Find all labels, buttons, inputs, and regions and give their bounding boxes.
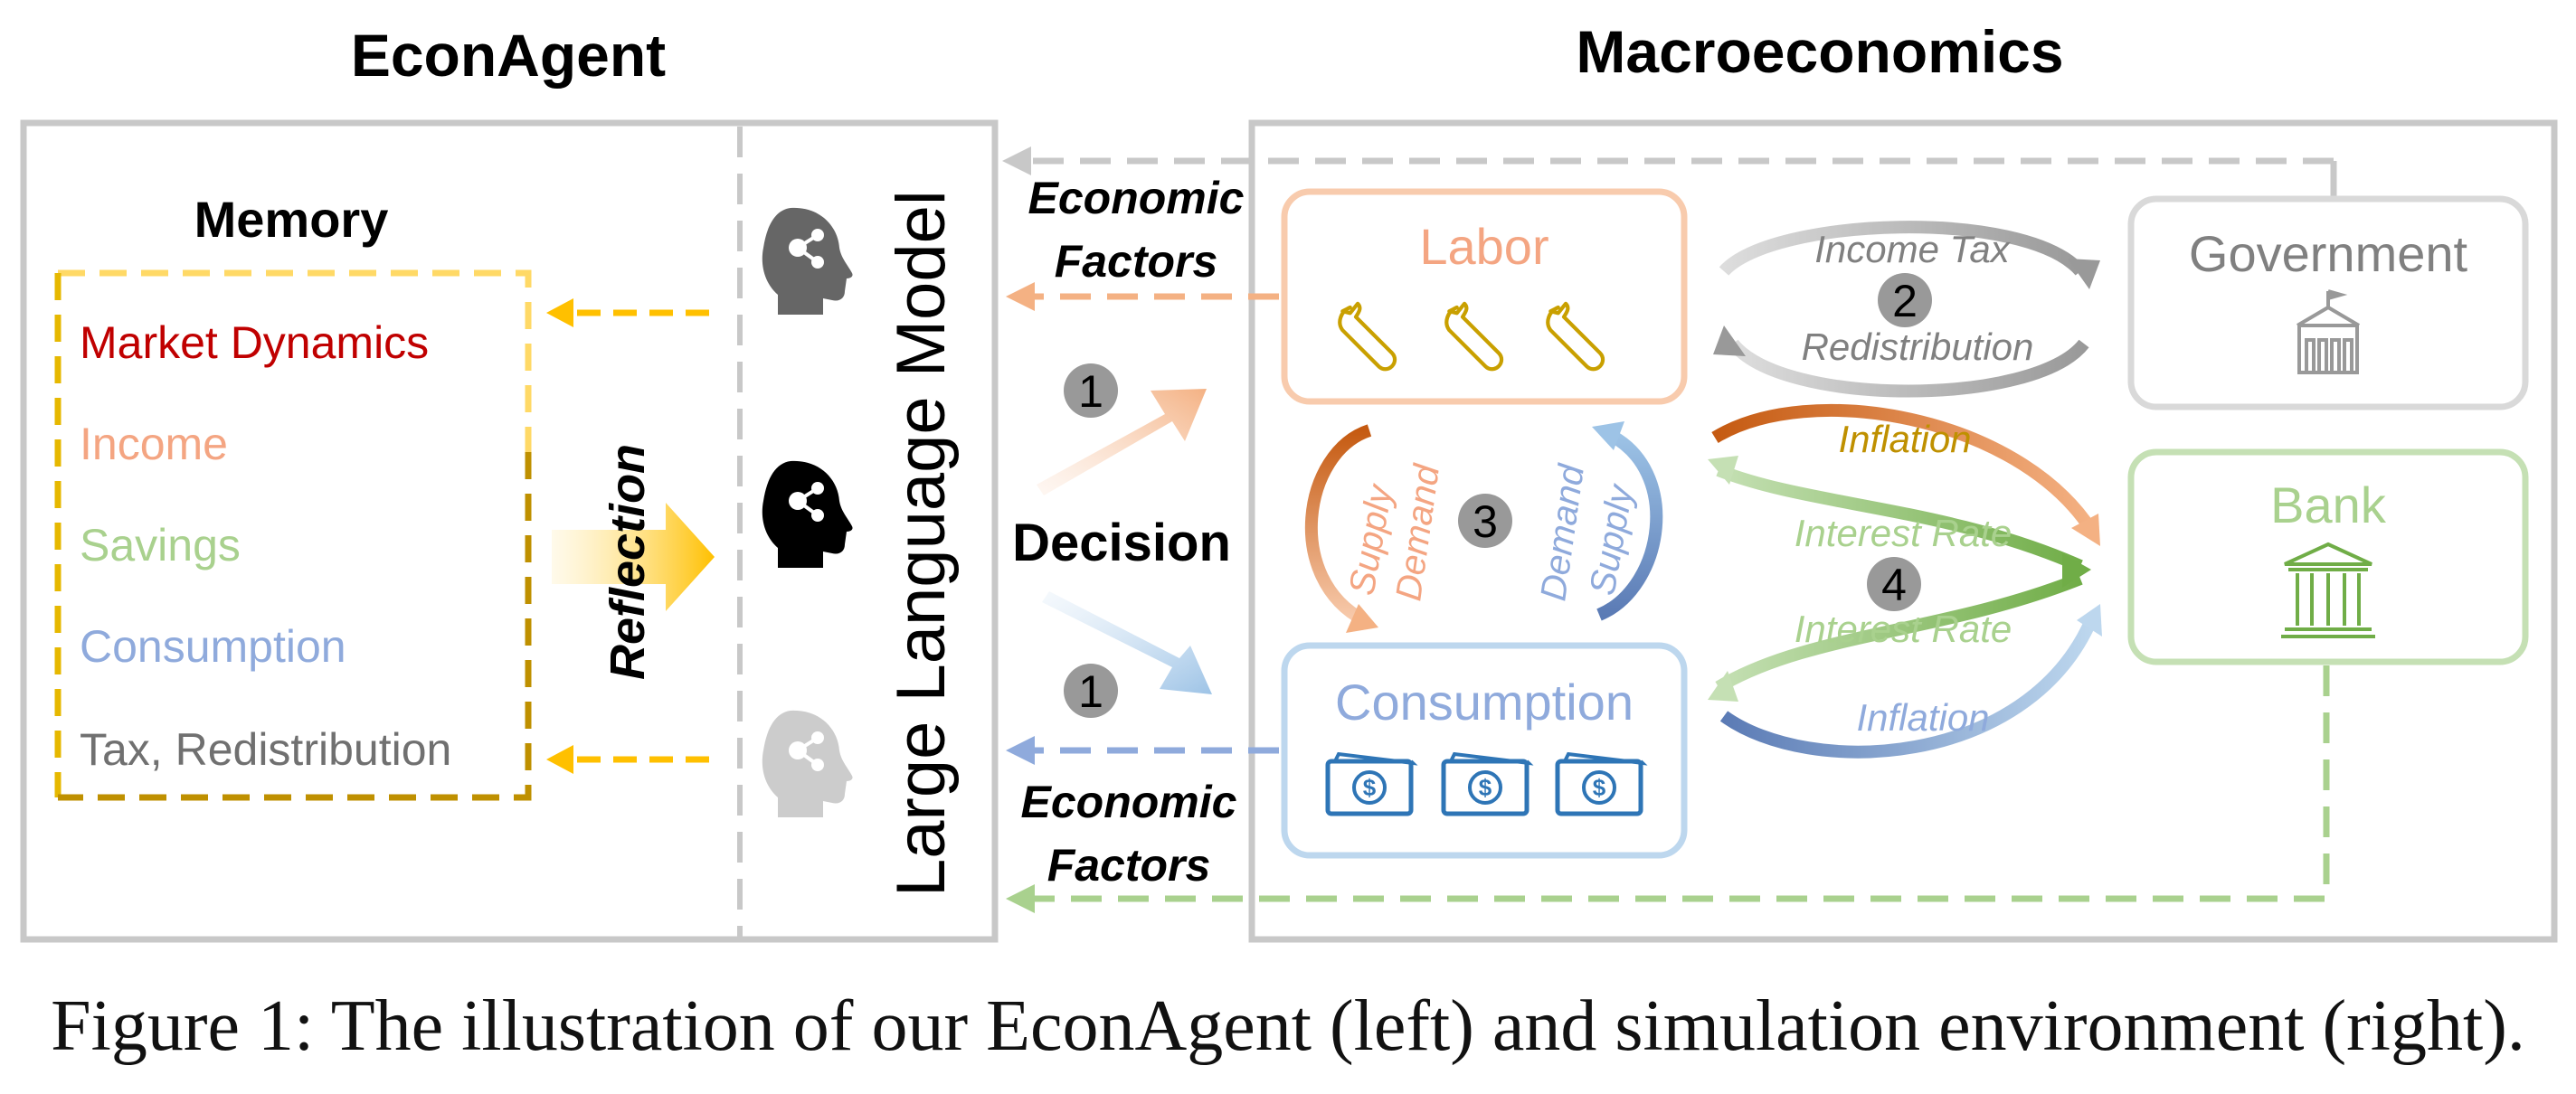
inflation-bottom-arc: [1719, 618, 2098, 759]
consumption-box: [1281, 642, 1688, 859]
macro-frame: [1248, 119, 2558, 943]
redistribution-arrowhead: [1713, 325, 1746, 356]
left-title: EconAgent: [351, 22, 666, 89]
decision-arrow-to-consumption: [1042, 591, 1212, 694]
decision-label: Decision: [1012, 514, 1231, 572]
bank-feedback-line: [1035, 665, 2330, 902]
demand-label-left: Demand: [1388, 461, 1447, 604]
consumption-title: Consumption: [1335, 674, 1634, 731]
memory-item-consumption: Consumption: [80, 621, 346, 672]
memory-item-tax-redistribution: Tax, Redistribution: [80, 724, 451, 775]
bank-box: [2127, 448, 2529, 665]
labor-feedback-arrowhead: [1006, 282, 1035, 311]
memory-item-income: Income: [80, 419, 228, 469]
inflation-bottom-label: Inflation: [1856, 696, 1989, 739]
bank-feedback-arrowhead: [1006, 884, 1035, 913]
step-badge-1-top: 1: [1064, 363, 1118, 418]
svg-text:4: 4: [1881, 560, 1907, 610]
memory-write-arrowhead-bottom: [546, 745, 573, 774]
income-tax-arrowhead: [2068, 259, 2100, 289]
brain-head-icon-bottom: [762, 710, 853, 817]
memory-write-arrowhead-top: [546, 298, 573, 327]
decision-arrow-to-labor: [1037, 389, 1207, 495]
memory-title: Memory: [194, 191, 389, 248]
bank-building-icon: [2281, 542, 2375, 638]
redistribution-arc: [1728, 339, 2089, 398]
interest-bottom-arc: [1715, 572, 2083, 693]
reflection-arrow: [552, 503, 715, 611]
labor-title: Labor: [1419, 218, 1548, 275]
interest-rate-top-label: Interest Rate: [1795, 512, 2012, 554]
memory-item-savings: Savings: [80, 520, 241, 571]
svg-text:1: 1: [1078, 666, 1103, 717]
economic-factors-bottom-line2: Factors: [1047, 840, 1211, 891]
llm-label: Large Language Model: [883, 190, 960, 897]
bank-title: Bank: [2270, 476, 2387, 533]
right-title: Macroeconomics: [1576, 18, 2063, 85]
economic-factors-top-line1: Economic: [1028, 173, 1245, 223]
step-badge-4: 4: [1867, 557, 1921, 611]
income-tax-label: Income Tax: [1814, 228, 2012, 270]
step-badge-2: 2: [1878, 273, 1932, 327]
memory-border-top: [58, 269, 532, 452]
memory-item-market-dynamics: Market Dynamics: [80, 317, 429, 368]
inflation-top-label: Inflation: [1838, 418, 1971, 460]
interest-rate-bottom-label: Interest Rate: [1795, 608, 2012, 650]
economic-factors-top-line2: Factors: [1055, 236, 1218, 287]
step-badge-1-bottom: 1: [1064, 664, 1118, 718]
supply-demand-right-arrowhead: [1592, 421, 1624, 450]
redistribution-label: Redistribution: [1802, 325, 2034, 368]
brain-head-icon-top: [762, 207, 853, 315]
income-tax-arc: [1719, 221, 2086, 277]
interest-top-arrowhead: [1708, 456, 1738, 485]
inflation-top-arc: [1711, 403, 2097, 533]
figure-caption: Figure 1: The illustration of our EconAg…: [51, 986, 2525, 1066]
svg-text:2: 2: [1892, 276, 1918, 326]
government-feedback-arrowhead: [1002, 146, 1031, 175]
inflation-top-arrowhead: [2071, 514, 2100, 546]
reflection-label: Reflection: [601, 444, 655, 680]
government-title: Government: [2189, 225, 2468, 282]
economic-factors-bottom-line1: Economic: [1021, 777, 1237, 827]
consumption-feedback-arrowhead: [1006, 736, 1035, 765]
interest-bottom-arrowhead: [1708, 671, 1738, 702]
labor-box: [1281, 188, 1688, 405]
inflation-bottom-arrowhead: [2077, 604, 2102, 637]
finance-cross-arrowhead: [2062, 553, 2091, 588]
econagent-frame: [20, 119, 999, 943]
step-badge-3: 3: [1458, 494, 1512, 548]
memory-border-bottom: [58, 452, 532, 801]
svg-text:1: 1: [1078, 366, 1103, 417]
brain-head-icon-middle: [762, 460, 853, 568]
svg-text:3: 3: [1473, 496, 1498, 547]
government-building-icon: [2296, 289, 2361, 374]
interest-top-arc: [1716, 464, 2083, 572]
supply-demand-right-arc: [1596, 428, 1663, 621]
supply-demand-left-arc: [1304, 424, 1372, 627]
supply-demand-left-arrowhead: [1346, 604, 1378, 633]
